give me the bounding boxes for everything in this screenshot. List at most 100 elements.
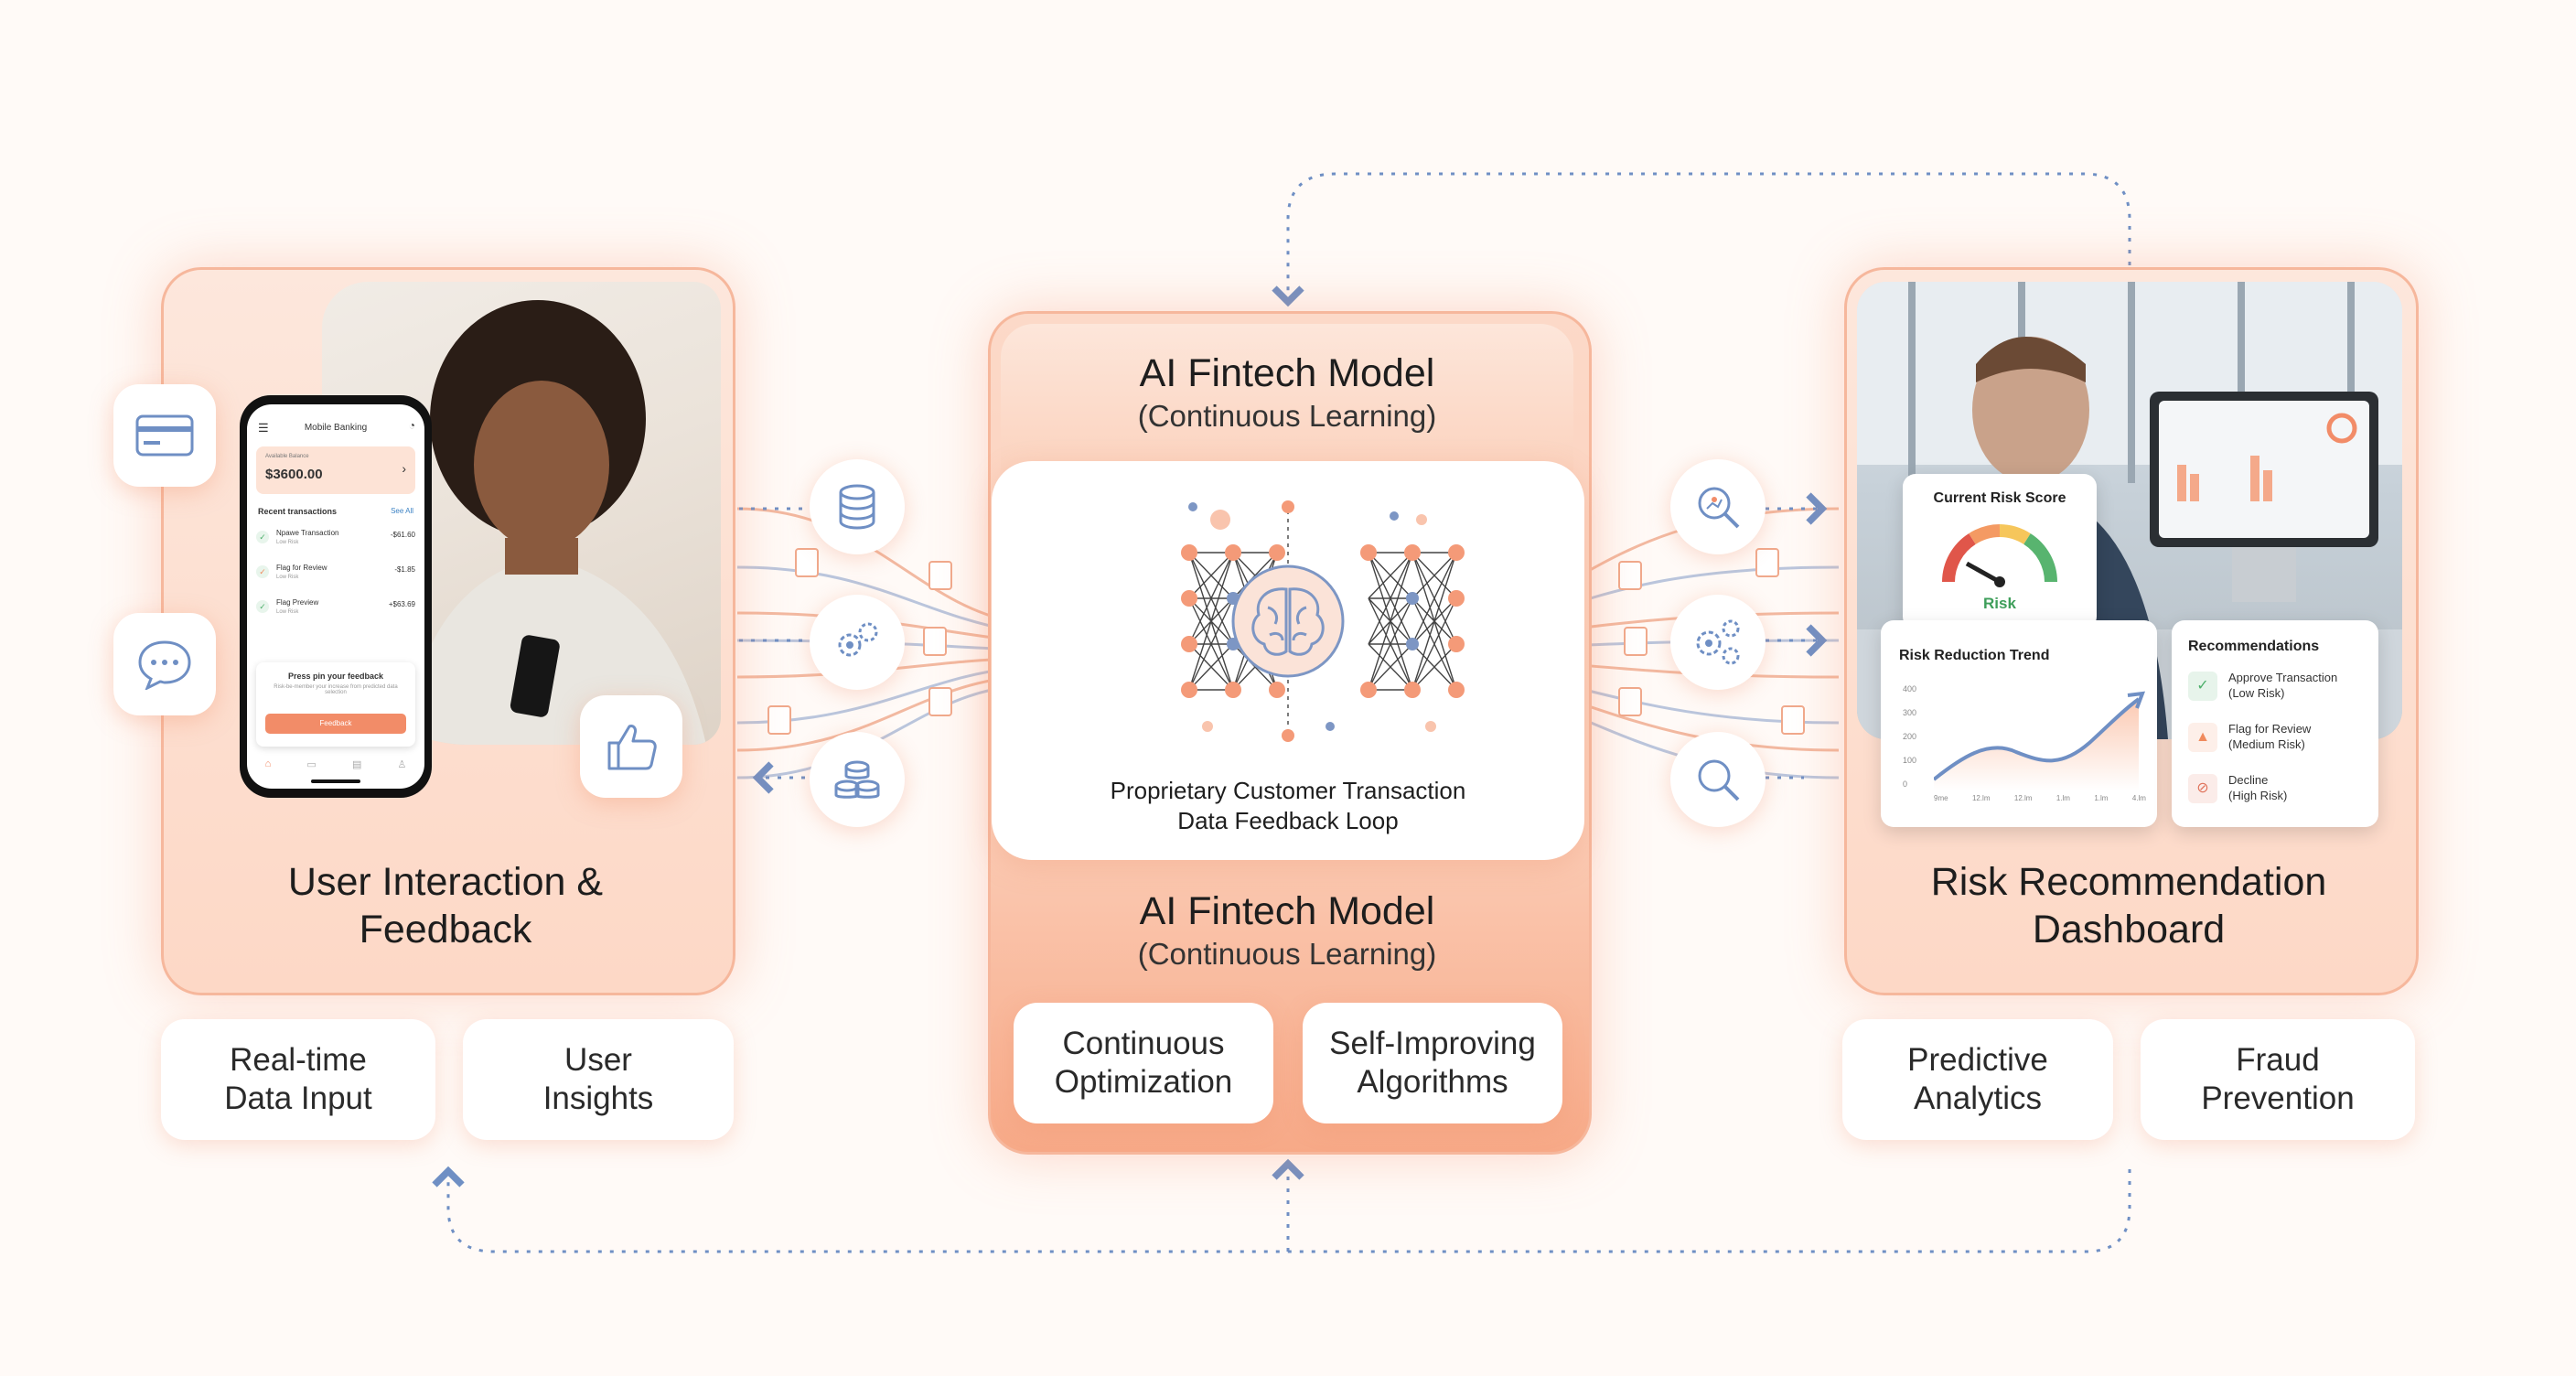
- trend-y-tick: 0: [1903, 779, 1908, 789]
- trend-x-tick: 12.lm: [2013, 794, 2033, 802]
- analytics-search-icon: [1698, 487, 1740, 529]
- recommendation-icon: ✓: [2188, 672, 2217, 701]
- pill-fraud-prevention[interactable]: Fraud Prevention: [2141, 1019, 2415, 1140]
- document-icon: [1618, 561, 1642, 590]
- left-database-node: [810, 459, 905, 554]
- loop-caption: Proprietary Customer Transaction Data Fe…: [1110, 777, 1466, 834]
- recommendation-item[interactable]: ⊘ Decline (High Risk): [2188, 770, 2369, 822]
- transaction-status-icon: ✓: [256, 565, 269, 578]
- coins-icon: [834, 760, 880, 799]
- right-search-node: [1670, 732, 1766, 827]
- recommendation-text: Flag for Review (Medium Risk): [2228, 722, 2312, 751]
- pill-real-time-data-input[interactable]: Real-time Data Input: [161, 1019, 435, 1140]
- document-icon: [767, 705, 791, 735]
- transaction-status-icon: ✓: [256, 531, 269, 543]
- trend-y-tick: 400: [1903, 684, 1917, 693]
- cards-icon[interactable]: ▭: [306, 759, 317, 770]
- trend-y-tick: 300: [1903, 708, 1917, 717]
- document-icon: [1781, 705, 1805, 735]
- trend-y-tick: 200: [1903, 732, 1917, 741]
- trend-x-tick: 12.lm: [1971, 794, 1991, 802]
- recommendation-item[interactable]: ✓Approve Transaction (Low Risk): [2188, 668, 2369, 719]
- thumbs-up-badge[interactable]: [580, 695, 682, 798]
- recommendation-item[interactable]: ▲Flag for Review (Medium Risk): [2188, 719, 2369, 770]
- transaction-name: Npawe Transaction: [276, 529, 339, 537]
- trend-x-tick: 4.lm: [2131, 794, 2146, 802]
- mobile-phone: ☰ Mobile Banking ◔ Available Balance $36…: [240, 395, 432, 798]
- recommendation-text: Decline (High Risk): [2228, 773, 2288, 802]
- feedback-button[interactable]: Feedback: [265, 714, 406, 734]
- document-icon: [1624, 627, 1648, 656]
- document-icon: [928, 561, 952, 590]
- document-icon: [1618, 687, 1642, 716]
- risk-score-widget[interactable]: Current Risk Score Risk: [1903, 474, 2097, 629]
- trend-x-tick: 9me: [1934, 794, 1948, 802]
- ai-model-top-header: [1001, 324, 1573, 470]
- phone-screen: ☰ Mobile Banking ◔ Available Balance $36…: [247, 404, 424, 789]
- trend-chart: [1934, 691, 2146, 790]
- chevron-right-icon: ›: [402, 461, 406, 476]
- left-coins-node: [810, 732, 905, 827]
- flow-line: [736, 675, 1016, 752]
- balance-value: $3600.00: [265, 467, 323, 482]
- home-icon[interactable]: ⌂: [264, 758, 272, 769]
- trend-x-tick: 1.lm: [2094, 794, 2109, 802]
- app-title: Mobile Banking: [304, 423, 368, 433]
- flow-line: [736, 507, 1016, 624]
- wallet-icon[interactable]: ▤: [351, 759, 362, 770]
- transaction-status-icon: ✓: [256, 600, 269, 613]
- feedback-loop-panel: Proprietary Customer Transaction Data Fe…: [992, 461, 1584, 860]
- database-icon: [839, 484, 875, 530]
- home-indicator: [311, 779, 360, 783]
- credit-card-badge[interactable]: [113, 384, 216, 487]
- document-icon: [923, 627, 947, 656]
- transaction-amount: -$1.85: [394, 565, 415, 574]
- bell-icon[interactable]: ◔: [408, 419, 415, 432]
- gear-icon: [838, 622, 878, 657]
- neural-network-graphic: [1181, 500, 1465, 742]
- document-icon: [795, 548, 819, 577]
- feedback-prompt: Press pin your feedback Risk-be-member y…: [256, 662, 415, 747]
- prompt-title: Press pin your feedback: [287, 672, 384, 681]
- flow-line: [736, 565, 1016, 633]
- bottom-model-title: AI Fintech Model: [1139, 889, 1435, 933]
- recent-label: Recent transactions: [258, 507, 338, 516]
- phone-tab-bar: ⌂ ▭ ▤ ♙: [247, 758, 424, 770]
- thumbs-up-icon: [607, 725, 657, 770]
- document-icon: [1755, 548, 1779, 577]
- profile-icon[interactable]: ♙: [397, 759, 407, 770]
- prompt-sub: Risk-be-member your increase from predic…: [274, 684, 398, 695]
- right-panel-title: Risk Recommendation Dashboard: [1930, 860, 2327, 951]
- right-gear-node: [1670, 595, 1766, 690]
- recommendation-icon: ⊘: [2188, 774, 2217, 803]
- transaction-sub: Low Risk: [276, 575, 299, 580]
- top-model-title: AI Fintech Model: [1139, 351, 1435, 395]
- left-gear-node: [810, 595, 905, 690]
- see-all-link[interactable]: See All: [391, 507, 413, 515]
- pill-self-improving-algorithms[interactable]: Self-Improving Algorithms: [1303, 1003, 1562, 1123]
- flow-line: [736, 684, 1016, 779]
- balance-card[interactable]: Available Balance $3600.00 ›: [256, 446, 415, 494]
- right-analytics-node: [1670, 459, 1766, 554]
- pill-predictive-analytics[interactable]: Predictive Analytics: [1842, 1019, 2113, 1140]
- pill-user-insights[interactable]: User Insights: [463, 1019, 734, 1140]
- recommendations-widget[interactable]: Recommendations ✓Approve Transaction (Lo…: [2172, 620, 2378, 827]
- transaction-amount: -$61.60: [390, 531, 415, 539]
- risk-gauge: [1942, 524, 2057, 587]
- chat-bubble-icon: [138, 640, 191, 690]
- recommendation-list: ✓Approve Transaction (Low Risk)▲Flag for…: [2188, 668, 2369, 822]
- credit-card-icon: [135, 414, 194, 457]
- bottom-feedback-loop: [432, 1166, 2131, 1253]
- transaction-name: Flag Preview: [276, 598, 319, 607]
- trend-title: Risk Reduction Trend: [1899, 648, 2050, 663]
- chat-badge[interactable]: [113, 613, 216, 715]
- brain-icon: [1251, 587, 1325, 656]
- menu-icon[interactable]: ☰: [258, 421, 269, 435]
- pill-continuous-optimization[interactable]: Continuous Optimization: [1014, 1003, 1273, 1123]
